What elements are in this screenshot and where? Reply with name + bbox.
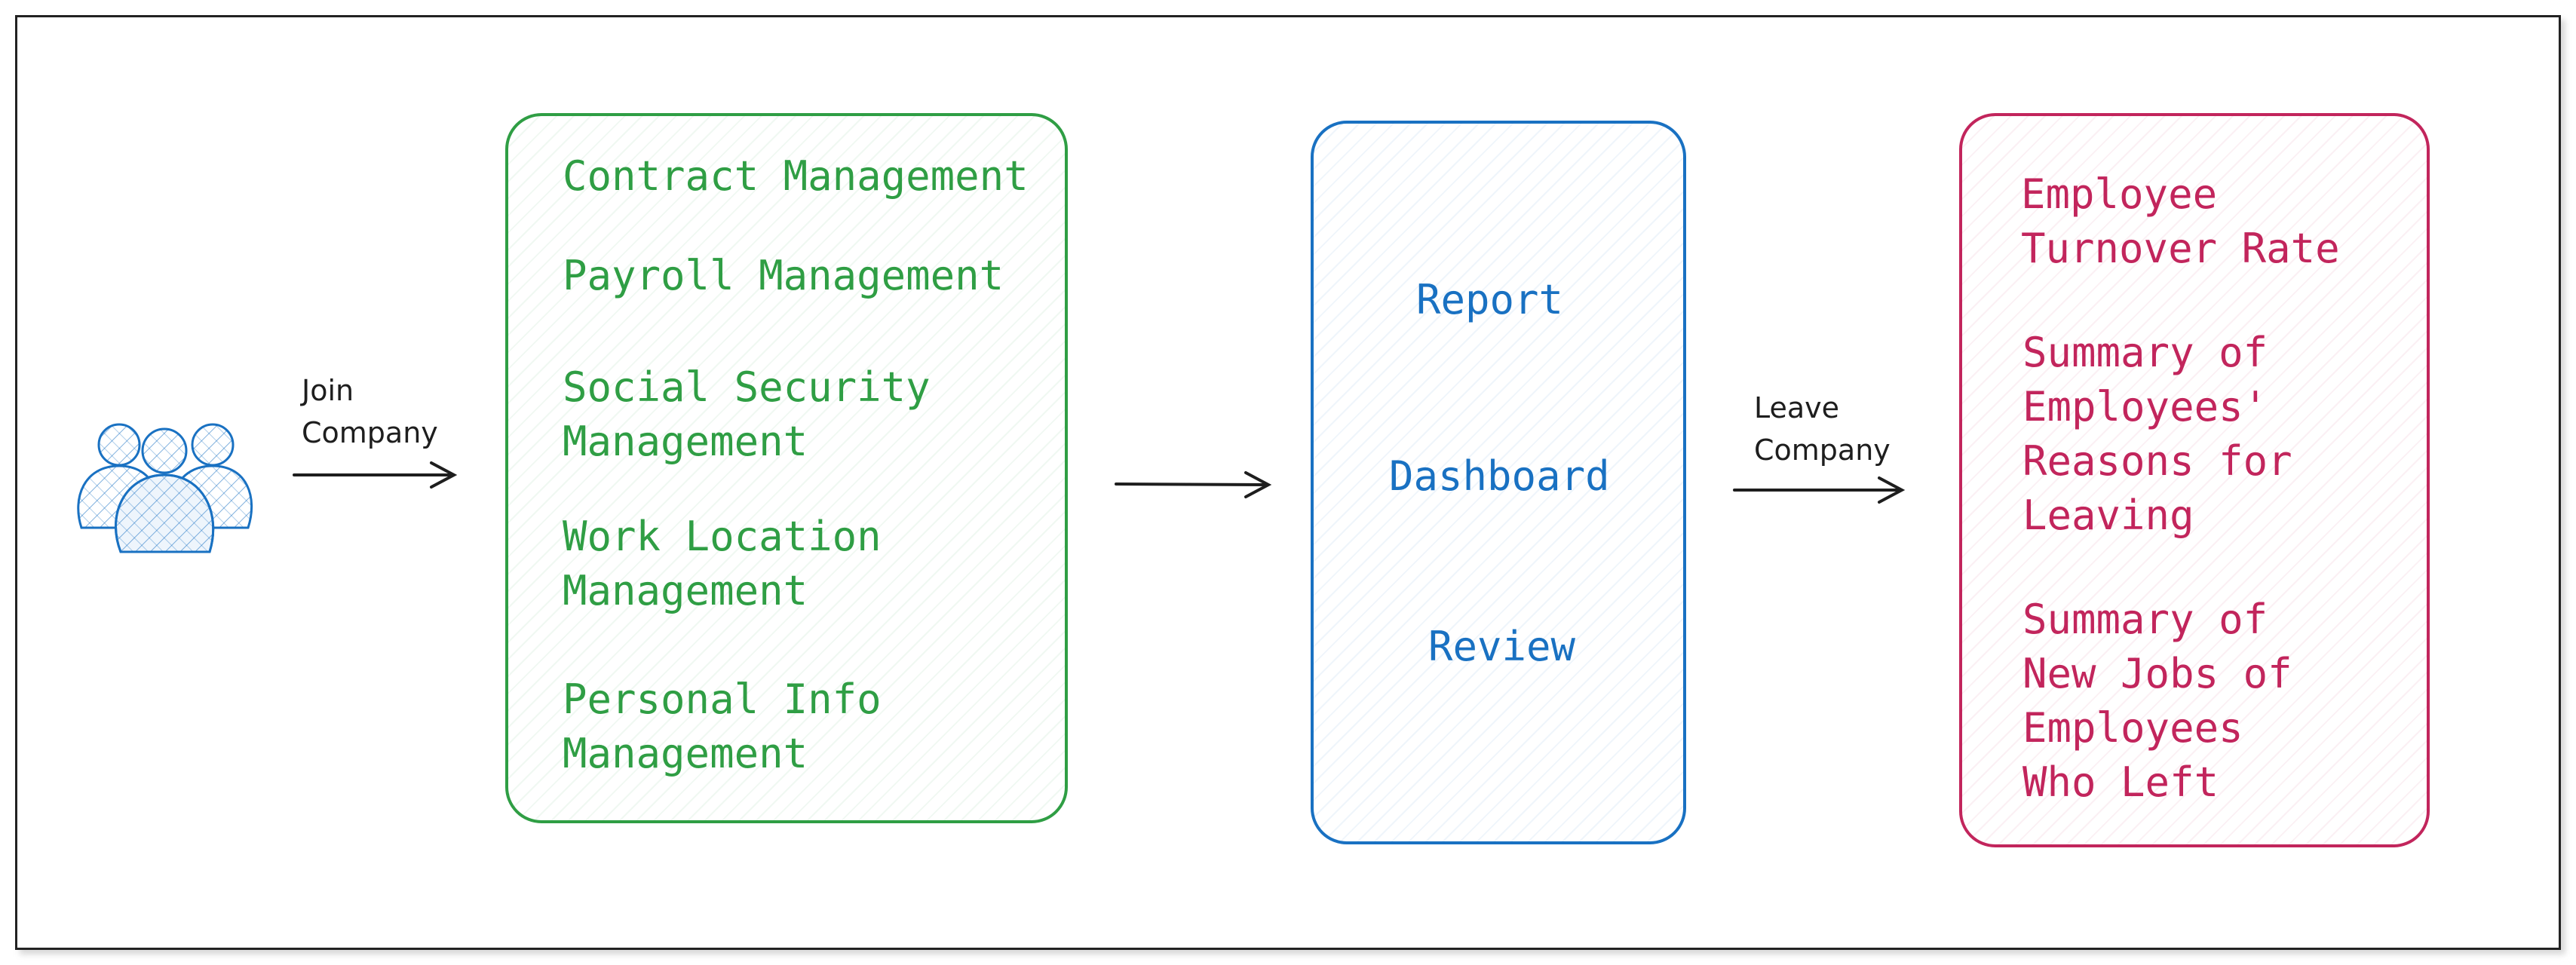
- onboarding-box: [505, 113, 1068, 823]
- arrow-join: [293, 461, 458, 489]
- leave-company-label: Leave Company: [1754, 391, 1891, 467]
- analytics-item-report: Report: [1416, 276, 1564, 323]
- analytics-item-dashboard: Dashboard: [1389, 452, 1610, 500]
- offboarding-item: Summary of New Jobs of Employees Who Lef…: [2022, 596, 2292, 806]
- onboarding-item: Work Location Management: [563, 513, 882, 614]
- offboarding-item: Summary of Employees' Reasons for Leavin…: [2022, 329, 2292, 539]
- onboarding-item: Payroll Management: [563, 252, 1004, 299]
- onboarding-item: Social Security Management: [563, 363, 931, 465]
- onboarding-item: Personal Info Management: [563, 676, 882, 777]
- people-group-icon: [77, 423, 253, 553]
- analytics-box: [1311, 121, 1686, 844]
- arrow-to-analytics: [1115, 471, 1272, 498]
- onboarding-item: Contract Management: [563, 152, 1029, 200]
- offboarding-item: Employee Turnover Rate: [2021, 170, 2340, 272]
- analytics-item-review: Review: [1428, 623, 1576, 670]
- join-company-label: Join Company: [302, 374, 438, 449]
- arrow-leave: [1733, 476, 1906, 504]
- offboarding-box: [1959, 113, 2430, 847]
